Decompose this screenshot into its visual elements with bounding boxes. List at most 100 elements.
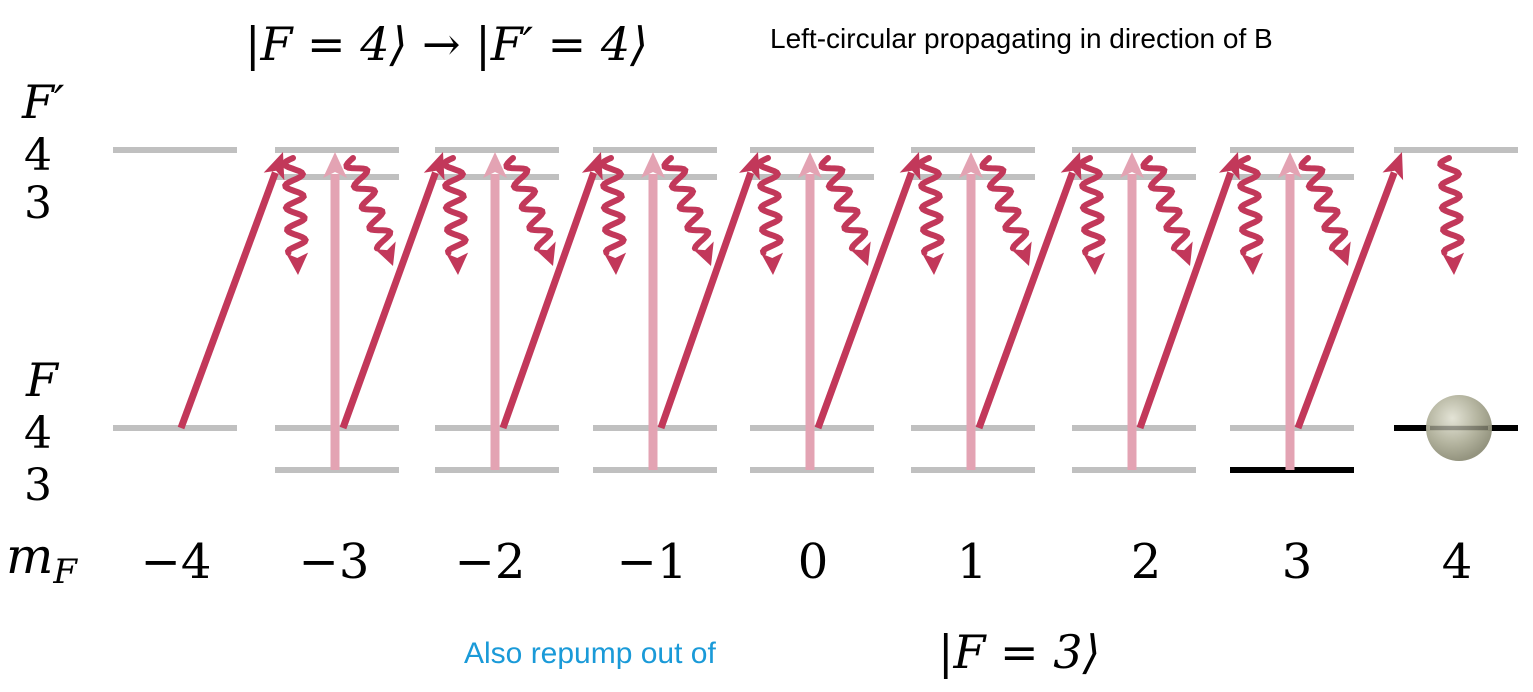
decay-arrow-diagonal-head xyxy=(850,241,871,266)
decay-arrow-diagonal-head xyxy=(535,241,556,266)
decay-arrow-diagonal-wave xyxy=(1140,155,1191,252)
pump-arrow-shaft xyxy=(1136,171,1234,430)
pump-arrow-head xyxy=(263,152,285,181)
polarization-caption: Left-circular propagating in direction o… xyxy=(770,23,1273,54)
repump-arrow-head xyxy=(798,152,822,178)
repump-arrow xyxy=(483,152,507,470)
pump-arrow xyxy=(975,152,1082,430)
excited-lower-label: 3 xyxy=(24,178,52,229)
decay-arrow-straight-head xyxy=(604,252,627,275)
decay-arrow-diagonal-wave xyxy=(343,155,394,252)
levels-layer xyxy=(113,147,1518,473)
decay-arrow-straight-wave xyxy=(1078,155,1106,256)
mf-value-label: −3 xyxy=(299,534,370,590)
pump-arrow-shaft xyxy=(499,171,597,430)
mf-axis-label: mF xyxy=(6,527,78,592)
repump-arrow xyxy=(323,152,347,470)
pump-arrow xyxy=(177,152,285,430)
repump-arrow-head xyxy=(1120,152,1144,178)
ground-upper-label: 4 xyxy=(24,408,52,459)
pump-arrow-shaft xyxy=(975,171,1076,430)
decay-arrow-diagonal-wave xyxy=(503,155,554,252)
pump-arrow-shaft xyxy=(339,171,439,430)
repump-arrow xyxy=(1278,152,1302,470)
pump-arrow xyxy=(339,152,445,430)
mf-value-label: 0 xyxy=(798,534,829,590)
ground-lower-label: 3 xyxy=(24,460,52,511)
decay-arrow-diagonal-head xyxy=(1330,241,1351,266)
decay-arrow-straight-head xyxy=(1241,252,1264,275)
decay-arrow-straight xyxy=(281,155,309,275)
decay-arrow-straight-wave xyxy=(756,155,784,256)
mf-value-label: −1 xyxy=(617,534,688,590)
decay-arrow-straight xyxy=(917,155,945,275)
pump-arrow xyxy=(657,152,760,430)
decay-arrow-diagonal xyxy=(1298,155,1351,266)
transition-title: |F = 4⟩ → |F′ = 4⟩ xyxy=(245,17,648,71)
decay-arrow-straight-wave xyxy=(917,155,945,256)
pump-arrow xyxy=(499,152,603,430)
pump-arrow-head xyxy=(899,152,921,181)
decay-arrow-straight-wave xyxy=(281,155,309,256)
decay-arrow-straight-wave xyxy=(599,155,627,256)
decay-arrow-straight-head xyxy=(286,252,309,275)
decay-arrow-straight-head xyxy=(1083,252,1106,275)
decay-arrow-straight-head xyxy=(761,252,784,275)
decay-arrow-diagonal xyxy=(503,155,556,266)
decay-arrow-diagonal-head xyxy=(375,241,396,266)
ground-manifold-label: F xyxy=(25,353,60,407)
mf-value-label: −2 xyxy=(455,534,526,590)
excited-upper-label: 4 xyxy=(24,130,52,181)
decay-arrow-diagonal xyxy=(1140,155,1193,266)
decay-arrow-diagonal-wave xyxy=(1298,155,1349,252)
pump-arrow-shaft xyxy=(657,171,755,430)
repump-arrow-head xyxy=(1278,152,1302,178)
mf-axis-label-sub: F xyxy=(52,552,78,592)
mf-value-label: 3 xyxy=(1282,534,1313,590)
decay-arrow-straight xyxy=(1236,155,1264,275)
pump-arrow-head xyxy=(581,152,603,181)
decay-arrow-diagonal-wave xyxy=(818,155,869,252)
decay-arrow-straight xyxy=(1437,155,1465,275)
repump-arrow-head xyxy=(641,152,665,178)
pump-arrows-layer xyxy=(177,152,1404,430)
decay-arrow-diagonal-wave xyxy=(979,155,1030,252)
repump-arrows-layer xyxy=(323,152,1302,470)
repump-caption: Also repump out of xyxy=(464,637,716,670)
decay-arrow-diagonal-head xyxy=(693,241,714,266)
pump-arrow xyxy=(1294,152,1404,430)
repump-arrow xyxy=(641,152,665,470)
pump-arrow-shaft xyxy=(814,171,915,430)
repump-arrow xyxy=(1120,152,1144,470)
mf-value-label: −4 xyxy=(141,534,212,590)
decay-arrow-diagonal-wave xyxy=(661,155,712,252)
mf-value-label: 4 xyxy=(1442,534,1473,590)
decay-arrow-straight xyxy=(441,155,469,275)
pump-arrow-head xyxy=(1218,152,1240,181)
pump-arrow-shaft xyxy=(177,171,279,430)
repump-arrow-head xyxy=(323,152,347,178)
decay-arrow-diagonal xyxy=(818,155,871,266)
decay-arrow-straight-head xyxy=(446,252,469,275)
decay-arrow-diagonal-head xyxy=(1011,241,1032,266)
decay-arrows-layer xyxy=(281,155,1465,275)
repump-arrow xyxy=(959,152,983,470)
decay-arrow-straight xyxy=(1078,155,1106,275)
mf-value-label: 2 xyxy=(1131,534,1162,590)
decay-arrow-straight-wave xyxy=(441,155,469,256)
decay-arrow-diagonal xyxy=(661,155,714,266)
decay-arrow-diagonal-head xyxy=(1172,241,1193,266)
decay-arrow-straight xyxy=(756,155,784,275)
decay-arrow-straight-wave xyxy=(1236,155,1264,256)
pump-arrow-head xyxy=(1060,152,1082,181)
atom-population xyxy=(1426,395,1492,461)
decay-arrow-straight-wave xyxy=(1437,155,1465,256)
mf-axis-label-main: m xyxy=(6,527,53,585)
decay-arrow-straight-head xyxy=(922,252,945,275)
repump-arrow-head xyxy=(483,152,507,178)
pump-arrow-shaft xyxy=(1294,171,1398,430)
decay-arrow-diagonal xyxy=(979,155,1032,266)
pump-arrow xyxy=(1136,152,1240,430)
